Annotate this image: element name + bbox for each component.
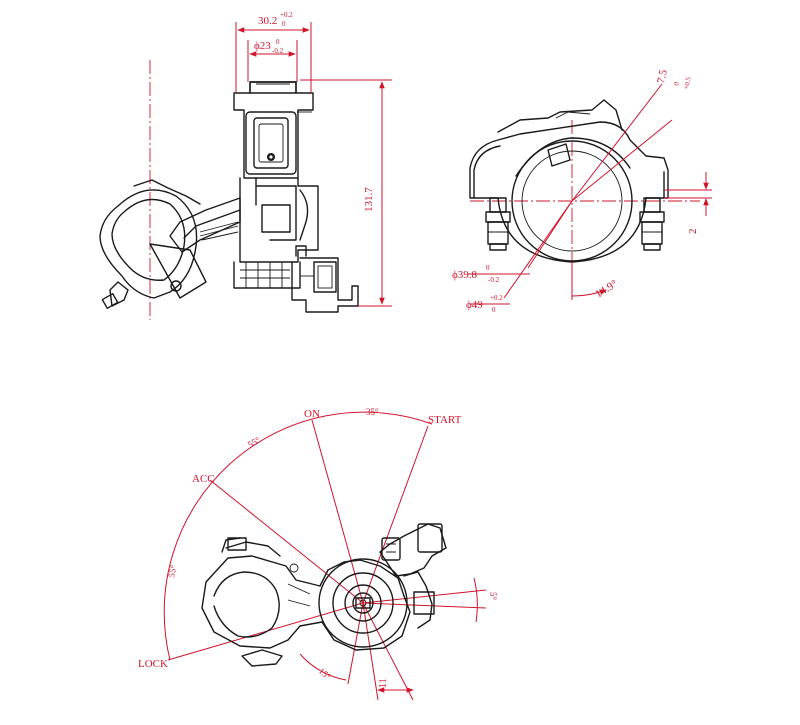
dim-offset: 7.5 +0.5 0 (655, 68, 693, 90)
rotation-view: LOCK ACC ON START 55° 55° 35° 5° 15° 11 (138, 407, 498, 701)
angle-lock-acc: 55° (166, 564, 178, 579)
tol-upper: +0.5 (682, 76, 693, 91)
tol-lower: -0.2 (488, 276, 500, 284)
angle-acc-on: 55° (246, 435, 262, 450)
outer-bore (511, 140, 633, 262)
clamp-housing (469, 121, 669, 263)
arm (169, 197, 241, 253)
tol-upper: +0.2 (490, 294, 503, 302)
dim-value: 7.5 (655, 68, 670, 84)
position-acc: ACC (192, 473, 215, 485)
position-start: START (428, 414, 462, 426)
dim-value: ϕ49 (466, 299, 483, 311)
position-lock: LOCK (138, 658, 168, 670)
position-on: ON (304, 408, 320, 420)
dim-value: 30.2 (258, 15, 277, 27)
tol-upper: +0.2 (280, 11, 293, 19)
angle-right: 5° (488, 592, 498, 601)
dim-value: ϕ39.8 (452, 269, 478, 281)
front-view: 7.5 +0.5 0 2 ϕ39.8 0 -0.2 ϕ49 +0.2 0 14.… (452, 68, 712, 314)
angle-on-start: 35° (366, 407, 379, 417)
bolt-left (485, 197, 511, 251)
dim-bore-inner: ϕ39.8 0 -0.2 (452, 264, 530, 284)
bolt-right (639, 197, 665, 251)
dim-bottom: 11 (378, 678, 389, 688)
tol-lower: 0 (492, 306, 496, 314)
dim-width-inner: ϕ23 0 -0.2 (247, 38, 298, 82)
inner-bore (521, 150, 623, 252)
angle-lower: 15° (317, 666, 333, 682)
rotation-arc (163, 411, 433, 661)
clamp-ring (99, 189, 198, 299)
tol-lower: 0 (672, 81, 681, 87)
switch-body (318, 523, 447, 651)
dim-bore-outer: ϕ49 +0.2 0 (466, 294, 510, 314)
side-view: 30.2 +0.2 0 ϕ23 0 -0.2 131.7 (99, 11, 392, 320)
dim-value: 131.7 (363, 187, 375, 212)
dim-value: ϕ23 (254, 40, 271, 52)
dim-width-outer: 30.2 +0.2 0 (235, 11, 312, 92)
clamp-arm (201, 537, 323, 667)
tol-lower: -0.2 (272, 47, 284, 55)
dim-gap: 2 (664, 172, 712, 234)
tol-upper: 0 (486, 264, 490, 272)
dim-value: 2 (687, 229, 699, 235)
dim-height: 131.7 (300, 79, 392, 307)
dim-angle: 14.9° (593, 278, 619, 301)
tol-upper: 0 (276, 38, 280, 46)
tol-lower: 0 (282, 20, 286, 28)
